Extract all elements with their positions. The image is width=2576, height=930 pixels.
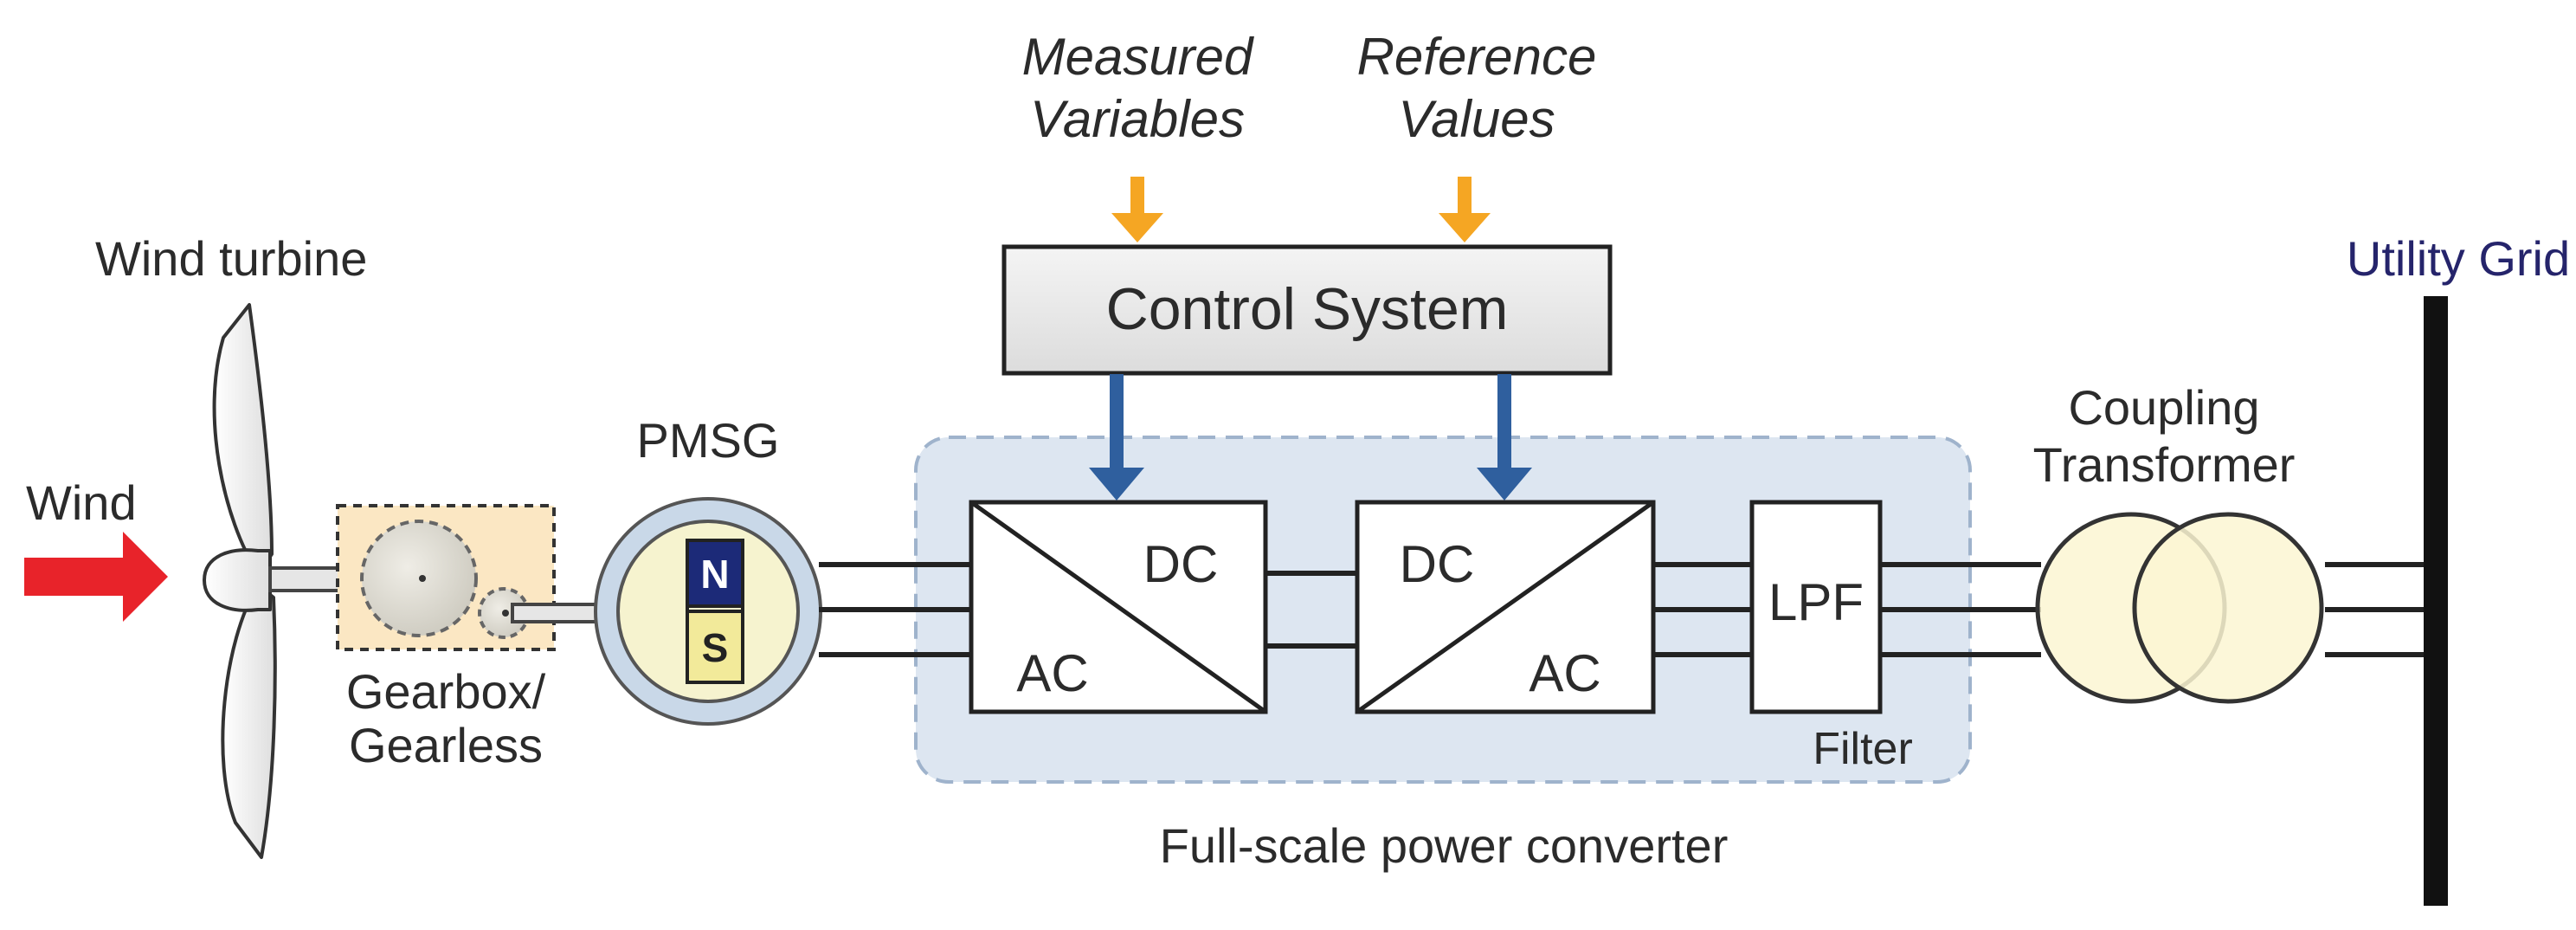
reference-values-line2: Values [1398, 90, 1555, 148]
control-to-inverter-arrow [1477, 374, 1532, 501]
wind-turbine-label: Wind turbine [95, 231, 367, 286]
wind-arrow [24, 532, 168, 622]
control-system-label: Control System [1106, 276, 1509, 342]
wind-turbine-icon [203, 303, 277, 859]
measured-input-arrow [1111, 177, 1163, 242]
lpf-filter-block [1749, 500, 1883, 714]
rectifier-dc-label: DC [1143, 535, 1219, 593]
three-phase-lines [819, 562, 2424, 657]
magnet-south: S [686, 610, 744, 684]
transformer-icon [2035, 512, 2324, 704]
pmsg-label: PMSG [637, 413, 780, 468]
gearbox-label-line2: Gearless [349, 718, 543, 772]
converter-label: Full-scale power converter [1160, 818, 1729, 873]
measured-variables-line1: Measured [1022, 28, 1254, 86]
gearbox-label-line1: Gearbox/ [346, 664, 546, 719]
magnet-s-label: S [702, 625, 729, 670]
utility-grid-label: Utility Grid [2347, 231, 2570, 286]
magnet-n-label: N [700, 552, 729, 597]
wind-label: Wind [26, 475, 137, 530]
control-to-rectifier-arrow [1089, 374, 1144, 501]
measured-variables-line2: Variables [1030, 90, 1245, 148]
rectifier-ac-label: AC [1016, 644, 1088, 702]
filter-label: Filter [1813, 724, 1913, 774]
reference-input-arrow [1439, 177, 1491, 242]
rectifier-block [969, 500, 1268, 714]
coupling-label-line2: Transformer [2033, 437, 2296, 492]
magnet-north: N [686, 539, 744, 608]
inverter-ac-label: AC [1529, 644, 1600, 702]
control-system-block [1001, 244, 1613, 376]
grid-bus-bar [2424, 296, 2448, 906]
inverter-block [1355, 500, 1656, 714]
lpf-label: LPF [1768, 573, 1864, 631]
coupling-label-line1: Coupling [2068, 380, 2259, 435]
inverter-dc-label: DC [1400, 535, 1475, 593]
reference-values-line1: Reference [1357, 28, 1597, 86]
